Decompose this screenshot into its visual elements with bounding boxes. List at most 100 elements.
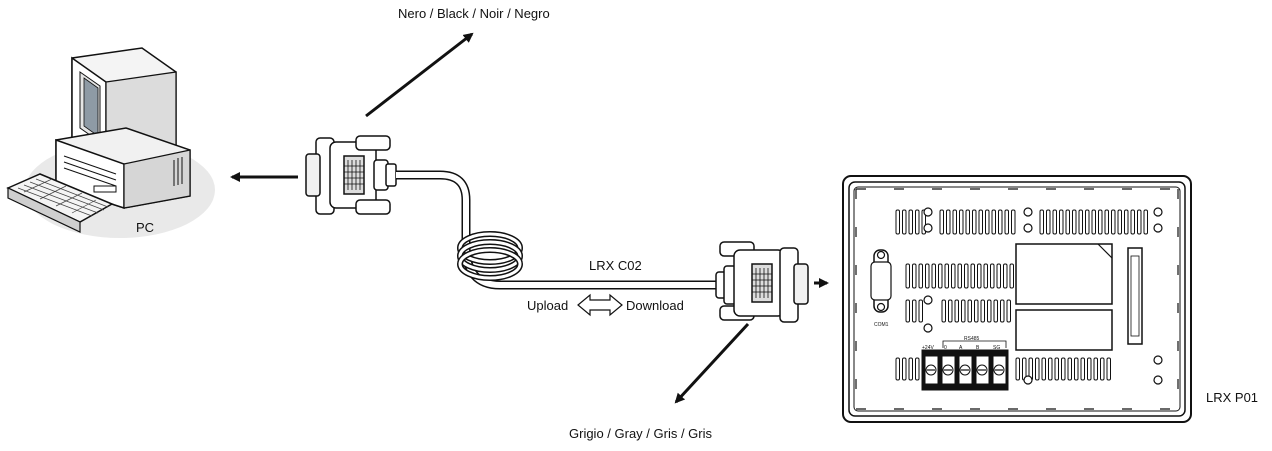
vent-slot bbox=[991, 209, 996, 235]
vent-slot bbox=[1072, 209, 1077, 235]
vent-slot bbox=[895, 209, 900, 235]
vent-slot bbox=[915, 357, 920, 381]
vent-slot bbox=[951, 263, 956, 289]
vent-slot bbox=[1117, 209, 1122, 235]
vent-slot bbox=[1130, 209, 1135, 235]
terminal-labels: +24V 0 A B SG bbox=[922, 345, 1000, 351]
vent-slot bbox=[987, 299, 992, 323]
panel-lrx-p01 bbox=[842, 175, 1192, 423]
vent-slot bbox=[977, 263, 982, 289]
vent-slot bbox=[1093, 357, 1098, 381]
vent-slot bbox=[946, 209, 951, 235]
black-cable-label: Nero / Black / Noir / Negro bbox=[398, 6, 550, 21]
upload-label: Upload bbox=[527, 298, 569, 313]
vent-slot bbox=[964, 263, 969, 289]
vent-slot bbox=[1039, 209, 1044, 235]
vent-slot bbox=[978, 209, 983, 235]
vent-slot bbox=[939, 209, 944, 235]
vent-slot bbox=[1059, 209, 1064, 235]
terminal-label: A bbox=[959, 345, 963, 351]
vent-slot bbox=[1046, 209, 1051, 235]
vent-slot bbox=[912, 299, 917, 323]
vent-slot bbox=[959, 209, 964, 235]
vent-slot bbox=[1106, 357, 1111, 381]
terminal-label: SG bbox=[993, 345, 1000, 351]
vent-slot bbox=[954, 299, 959, 323]
rs485-label: RS485 bbox=[964, 336, 980, 342]
com1-label: COM1 bbox=[874, 322, 889, 328]
vent-slot bbox=[1061, 357, 1066, 381]
vent-slot bbox=[1011, 209, 1016, 235]
double-arrow-icon bbox=[577, 293, 623, 317]
vent-slot bbox=[912, 263, 917, 289]
vent-slot bbox=[957, 263, 962, 289]
vent-slot bbox=[974, 299, 979, 323]
vent-slot bbox=[983, 263, 988, 289]
vent-slot bbox=[998, 209, 1003, 235]
vent-slot bbox=[1065, 209, 1070, 235]
vent-slot bbox=[996, 263, 1001, 289]
vent-slot bbox=[905, 263, 910, 289]
vent-slot bbox=[1143, 209, 1148, 235]
vent-slot bbox=[944, 263, 949, 289]
download-label: Download bbox=[626, 298, 684, 313]
screw-terminal-icon bbox=[921, 349, 1009, 391]
vent-slot bbox=[895, 357, 900, 381]
vent-slot bbox=[938, 263, 943, 289]
vent-slot bbox=[908, 357, 913, 381]
vent-slot bbox=[1124, 209, 1129, 235]
vent-slot bbox=[1078, 209, 1083, 235]
computer-icon bbox=[6, 47, 215, 238]
vent-slot bbox=[961, 299, 966, 323]
vent-slot bbox=[918, 263, 923, 289]
vent-slot bbox=[1035, 357, 1040, 381]
vent-slot bbox=[1074, 357, 1079, 381]
rs485-bracket bbox=[942, 340, 1007, 348]
vent-slot bbox=[1104, 209, 1109, 235]
vent-slot bbox=[1087, 357, 1092, 381]
cable-lrx-c02 bbox=[396, 170, 716, 290]
vent-slot bbox=[941, 299, 946, 323]
vent-slot bbox=[972, 209, 977, 235]
vent-slot bbox=[1052, 209, 1057, 235]
vent-slot bbox=[967, 299, 972, 323]
vent-slot bbox=[902, 209, 907, 235]
db9-connector-icon bbox=[715, 241, 809, 323]
db9-connector-icon bbox=[305, 135, 397, 215]
vent-slot bbox=[905, 299, 910, 323]
vent-slot bbox=[948, 299, 953, 323]
vent-slot bbox=[1041, 357, 1046, 381]
gray-cable-label: Grigio / Gray / Gris / Gris bbox=[569, 426, 713, 441]
vent-slot bbox=[1006, 299, 1011, 323]
vent-slot bbox=[1000, 299, 1005, 323]
vent-slot bbox=[1015, 357, 1020, 381]
terminal-label: 0 bbox=[944, 345, 947, 351]
panel-vents bbox=[895, 209, 1148, 381]
vent-slot bbox=[985, 209, 990, 235]
vent-slot bbox=[980, 299, 985, 323]
vent-slot bbox=[952, 209, 957, 235]
gray-cable-arrow bbox=[674, 322, 750, 404]
vent-slot bbox=[1085, 209, 1090, 235]
vent-slot bbox=[1080, 357, 1085, 381]
vent-slot bbox=[931, 263, 936, 289]
panel-model-label: LRX P01 bbox=[1206, 390, 1259, 405]
vent-slot bbox=[908, 209, 913, 235]
vent-slot bbox=[993, 299, 998, 323]
vent-slot bbox=[990, 263, 995, 289]
cable-model-label: LRX C02 bbox=[589, 258, 642, 273]
vent-slot bbox=[915, 209, 920, 235]
terminal-label: +24V bbox=[922, 345, 934, 351]
vent-slot bbox=[970, 263, 975, 289]
vent-slot bbox=[965, 209, 970, 235]
terminal-label: B bbox=[976, 345, 980, 351]
vent-slot bbox=[1054, 357, 1059, 381]
vent-slot bbox=[1067, 357, 1072, 381]
vent-slot bbox=[925, 263, 930, 289]
vent-slot bbox=[1009, 263, 1014, 289]
vent-slot bbox=[902, 357, 907, 381]
vent-slot bbox=[1098, 209, 1103, 235]
vent-slot bbox=[1100, 357, 1105, 381]
vent-slot bbox=[1111, 209, 1116, 235]
black-cable-arrow bbox=[365, 32, 474, 118]
